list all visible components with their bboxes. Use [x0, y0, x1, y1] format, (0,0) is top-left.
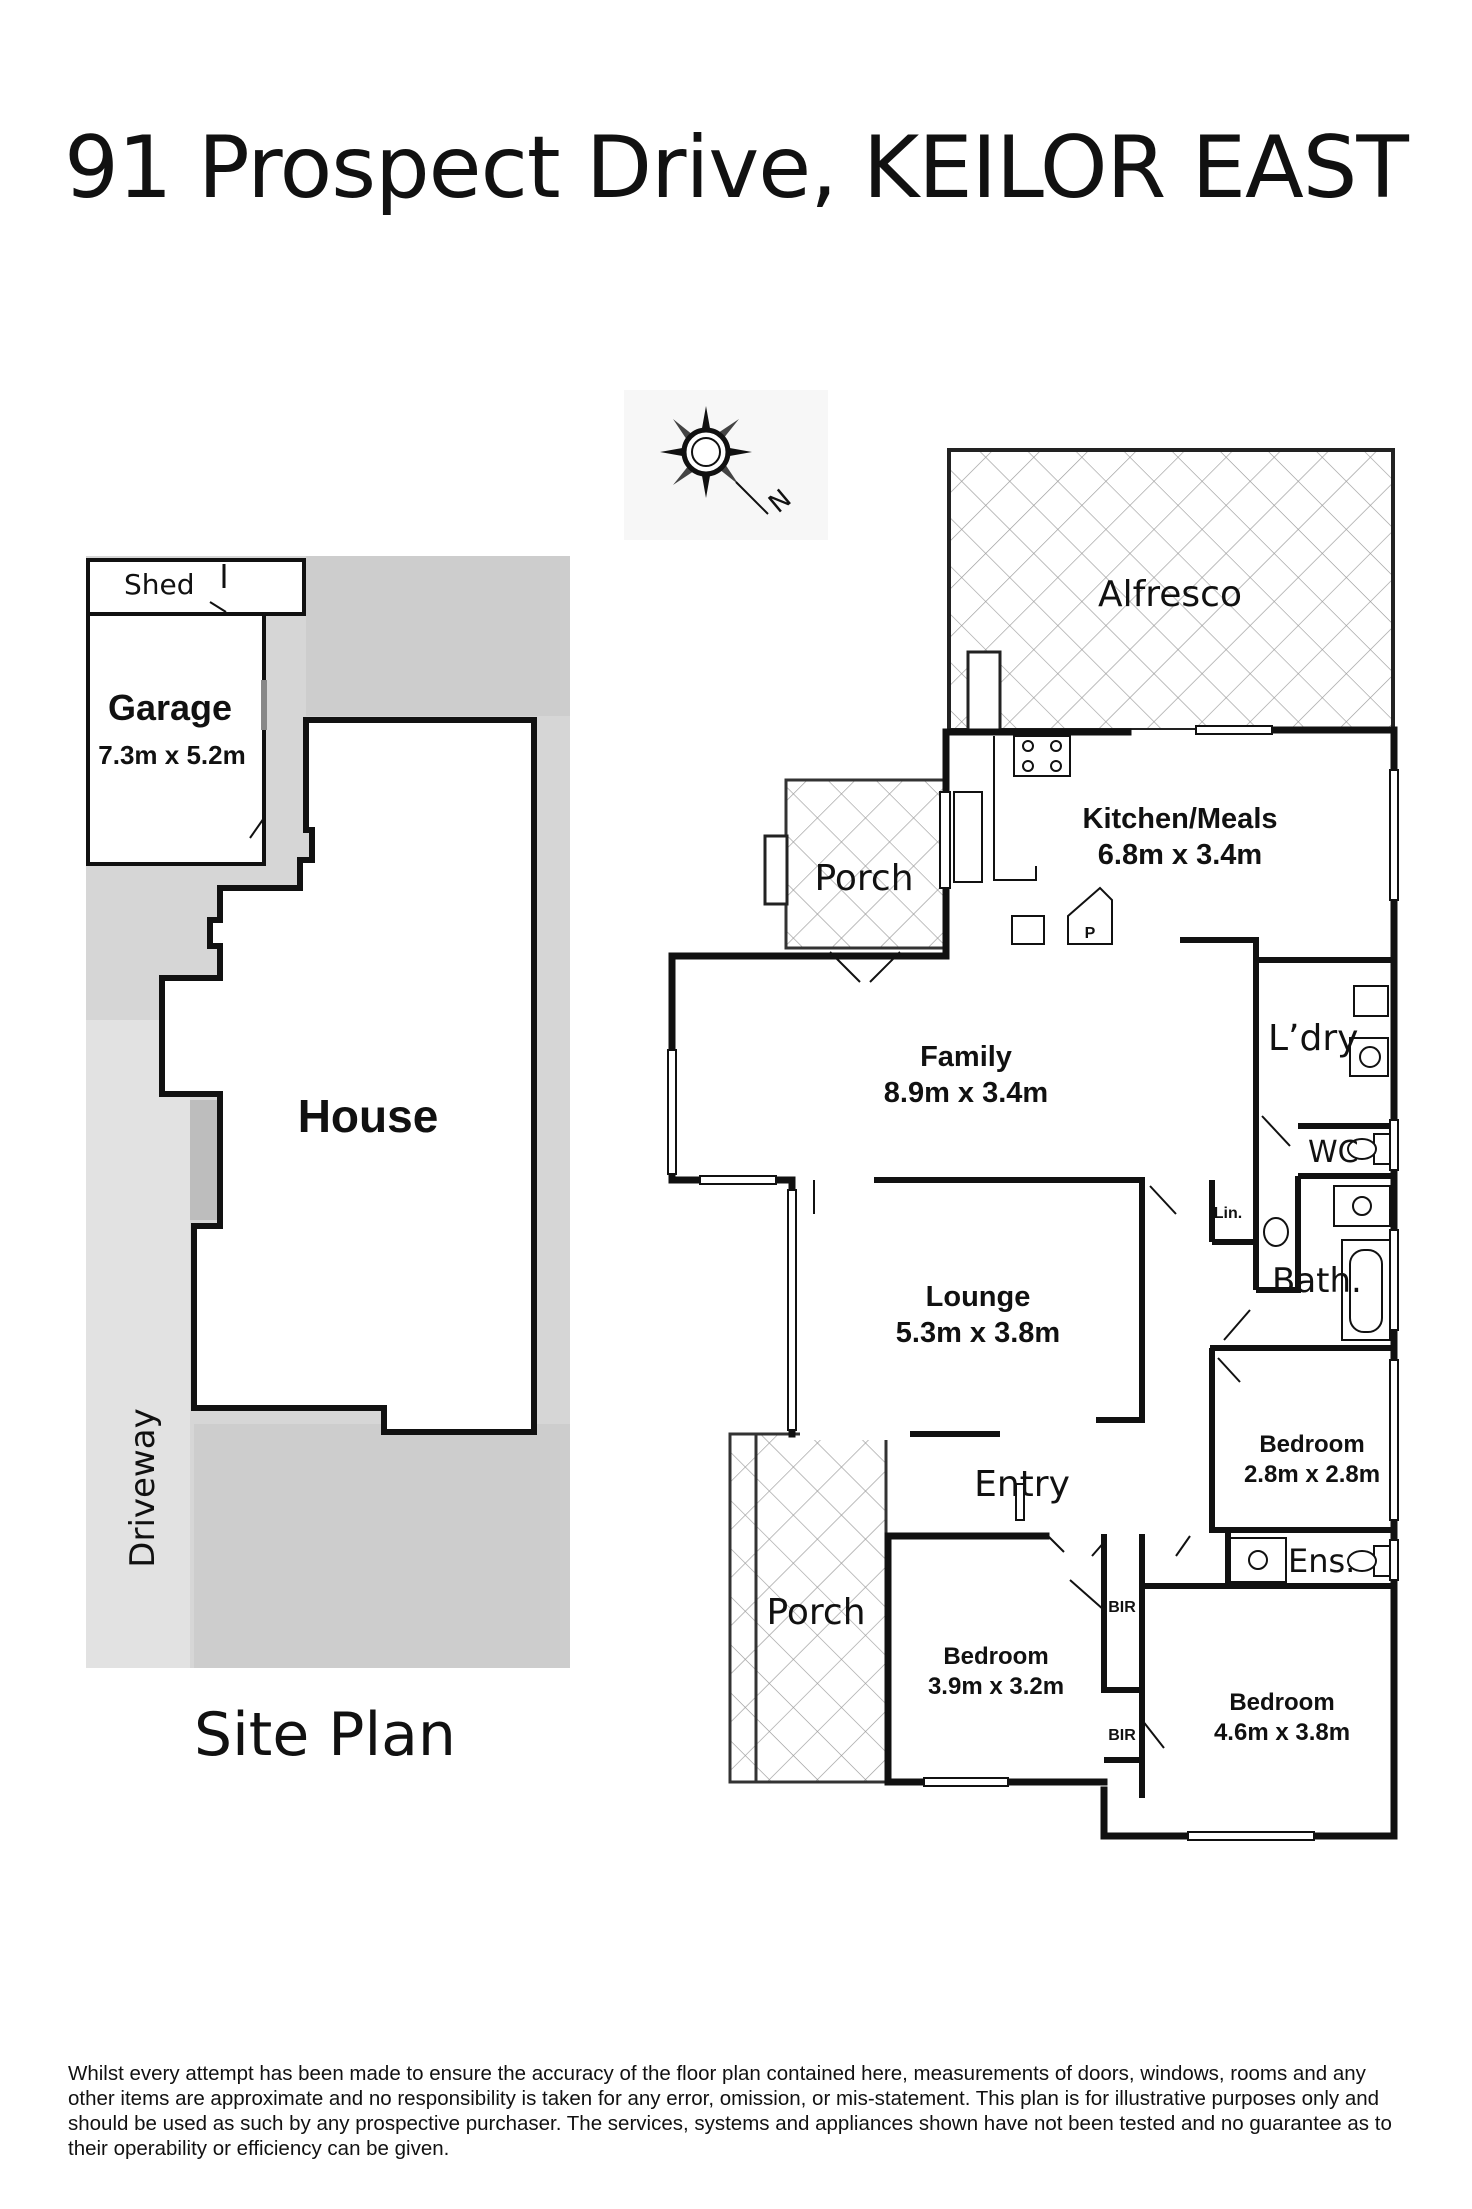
bedroom-2-label: Bedroom	[1259, 1431, 1364, 1458]
shed-outline	[86, 558, 306, 616]
bedroom-3-label: Bedroom	[943, 1643, 1048, 1670]
family-size: 8.9m x 3.4m	[884, 1077, 1048, 1109]
kitchen-size: 6.8m x 3.4m	[1098, 839, 1262, 871]
pantry-label: P	[1085, 925, 1096, 942]
alfresco-label: Alfresco	[1098, 574, 1242, 615]
site-plan-caption: Site Plan	[194, 1700, 456, 1770]
bir-2-label: BIR	[1108, 1727, 1136, 1744]
ensuite-label: Ens.	[1288, 1542, 1355, 1580]
porch-side-area	[784, 778, 946, 950]
bathroom-fixtures	[1229, 985, 1391, 1583]
kitchen-label: Kitchen/Meals	[1083, 803, 1278, 835]
bedroom-2-size: 2.8m x 2.8m	[1244, 1461, 1380, 1488]
bedroom-main-label: Bedroom	[1229, 1689, 1334, 1716]
bedroom-main-size: 4.6m x 3.8m	[1214, 1719, 1350, 1746]
house-label: House	[298, 1090, 439, 1142]
site-plan	[86, 556, 570, 1668]
room-labels: Alfresco Kitchen/Meals 6.8m x 3.4m P Por…	[766, 574, 1380, 1746]
house-outline	[159, 717, 537, 1435]
bedroom-3-size: 3.9m x 3.2m	[928, 1673, 1064, 1700]
floor-plan	[667, 448, 1399, 1841]
wc-label: WC	[1308, 1135, 1359, 1170]
disclaimer-text: Whilst every attempt has been made to en…	[68, 2062, 1392, 2160]
alfresco-area	[947, 448, 1395, 732]
lounge-label: Lounge	[926, 1281, 1031, 1313]
entry-label: Entry	[974, 1464, 1070, 1505]
garage-outline	[86, 612, 266, 866]
linen-label: Lin.	[1214, 1205, 1242, 1222]
page-title: 91 Prospect Drive, KEILOR EAST	[64, 118, 1409, 218]
bir-1-label: BIR	[1108, 1599, 1136, 1616]
shed-label: Shed	[124, 568, 195, 601]
lounge-size: 5.3m x 3.8m	[896, 1317, 1060, 1349]
driveway-label: Driveway	[123, 1408, 163, 1567]
site-lawn-top	[306, 556, 570, 716]
laundry-label: L’dry	[1268, 1018, 1358, 1059]
garage-label: Garage	[108, 687, 232, 728]
porch-side-label: Porch	[814, 858, 913, 899]
kitchen-fixtures	[953, 735, 1113, 945]
driveway-strip	[86, 1020, 190, 1668]
bath-label: Bath.	[1272, 1261, 1362, 1301]
garage-size-label: 7.3m x 5.2m	[98, 740, 245, 770]
porch-front-label: Porch	[766, 1592, 865, 1633]
site-lawn-bottom	[194, 1424, 570, 1668]
family-label: Family	[920, 1041, 1012, 1073]
site-labels: Shed Garage 7.3m x 5.2m House Driveway	[98, 568, 438, 1568]
compass-icon	[624, 390, 828, 540]
wall-family-bottom-left	[668, 1176, 796, 1438]
site-path-left	[190, 1100, 220, 1220]
wall-bedroom3	[884, 1532, 1108, 1786]
